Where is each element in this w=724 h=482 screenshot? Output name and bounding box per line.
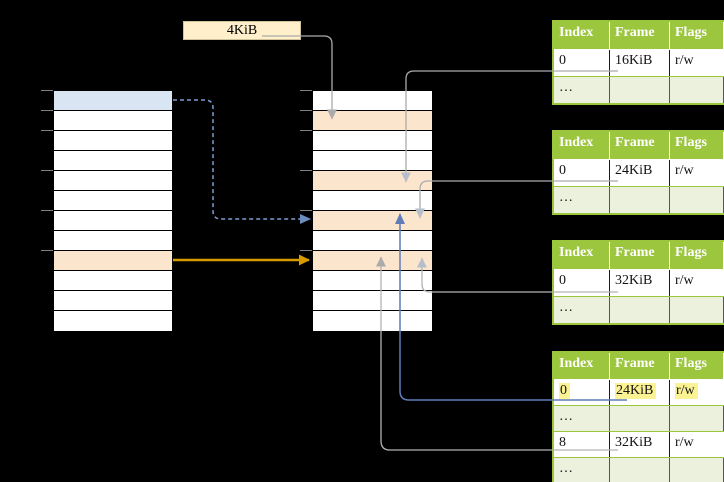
memory-row xyxy=(54,211,172,231)
memory-row-frame xyxy=(313,171,432,191)
memory-row xyxy=(54,171,172,191)
table-row-ellipsis: … xyxy=(554,76,724,103)
column-header: Frame xyxy=(610,132,670,159)
memory-row xyxy=(54,131,172,151)
column-header: Index xyxy=(554,353,610,379)
page-table-2: Index Frame Flags 0 24KiB r/w … xyxy=(552,130,724,215)
column-header: Flags xyxy=(670,132,724,159)
column-header: Flags xyxy=(670,242,724,269)
table-row-ellipsis: … xyxy=(554,405,724,431)
memory-row-highlighted-blue xyxy=(54,91,172,111)
memory-row xyxy=(313,191,432,211)
memory-row xyxy=(54,151,172,171)
column-header: Index xyxy=(554,22,610,49)
column-header: Index xyxy=(554,242,610,269)
memory-row xyxy=(54,291,172,311)
address-tick xyxy=(41,110,53,111)
table-row: 8 32KiB r/w xyxy=(554,431,724,457)
memory-row xyxy=(313,311,432,331)
table-row-highlighted: 0 24KiB r/w xyxy=(554,379,724,405)
memory-row xyxy=(54,191,172,211)
address-tick xyxy=(300,90,312,91)
memory-row-frame xyxy=(313,211,432,231)
address-tick xyxy=(300,250,312,251)
memory-row-highlighted-orange xyxy=(54,251,172,271)
address-tick xyxy=(300,130,312,131)
address-tick xyxy=(300,110,312,111)
column-header: Flags xyxy=(670,353,724,379)
memory-row xyxy=(313,291,432,311)
virtual-memory-column xyxy=(53,90,173,332)
page-table-3: Index Frame Flags 0 32KiB r/w … xyxy=(552,240,724,325)
address-tick xyxy=(41,250,53,251)
memory-row xyxy=(54,231,172,251)
column-header: Flags xyxy=(670,22,724,49)
page-size-label: 4KiB xyxy=(226,23,258,38)
address-tick xyxy=(41,130,53,131)
table-row: 0 24KiB r/w xyxy=(554,159,724,186)
memory-row xyxy=(54,311,172,331)
memory-row-frame xyxy=(313,251,432,271)
address-tick xyxy=(41,170,53,171)
column-header: Index xyxy=(554,132,610,159)
memory-row-frame xyxy=(313,111,432,131)
page-table-1: Index Frame Flags 0 16KiB r/w … xyxy=(552,20,724,105)
table-row: 0 32KiB r/w xyxy=(554,269,724,296)
memory-row xyxy=(54,271,172,291)
memory-row xyxy=(313,91,432,111)
table-row-ellipsis: … xyxy=(554,296,724,323)
column-header: Frame xyxy=(610,353,670,379)
memory-row xyxy=(313,131,432,151)
memory-row xyxy=(313,231,432,251)
page-table-4: Index Frame Flags 0 24KiB r/w … 8 32KiB … xyxy=(552,351,724,482)
memory-row xyxy=(54,111,172,131)
address-tick xyxy=(41,90,53,91)
page-size-box: 4KiB xyxy=(183,21,301,40)
physical-memory-column xyxy=(312,90,433,332)
column-header: Frame xyxy=(610,242,670,269)
memory-row xyxy=(313,151,432,171)
address-tick xyxy=(300,170,312,171)
arrow-dashed-virtual-to-physical xyxy=(173,99,311,224)
table-row-ellipsis: … xyxy=(554,186,724,213)
table-row-ellipsis: … xyxy=(554,457,724,482)
column-header: Frame xyxy=(610,22,670,49)
table-row: 0 16KiB r/w xyxy=(554,49,724,76)
memory-row xyxy=(313,271,432,291)
address-tick xyxy=(41,210,53,211)
address-tick xyxy=(300,210,312,211)
